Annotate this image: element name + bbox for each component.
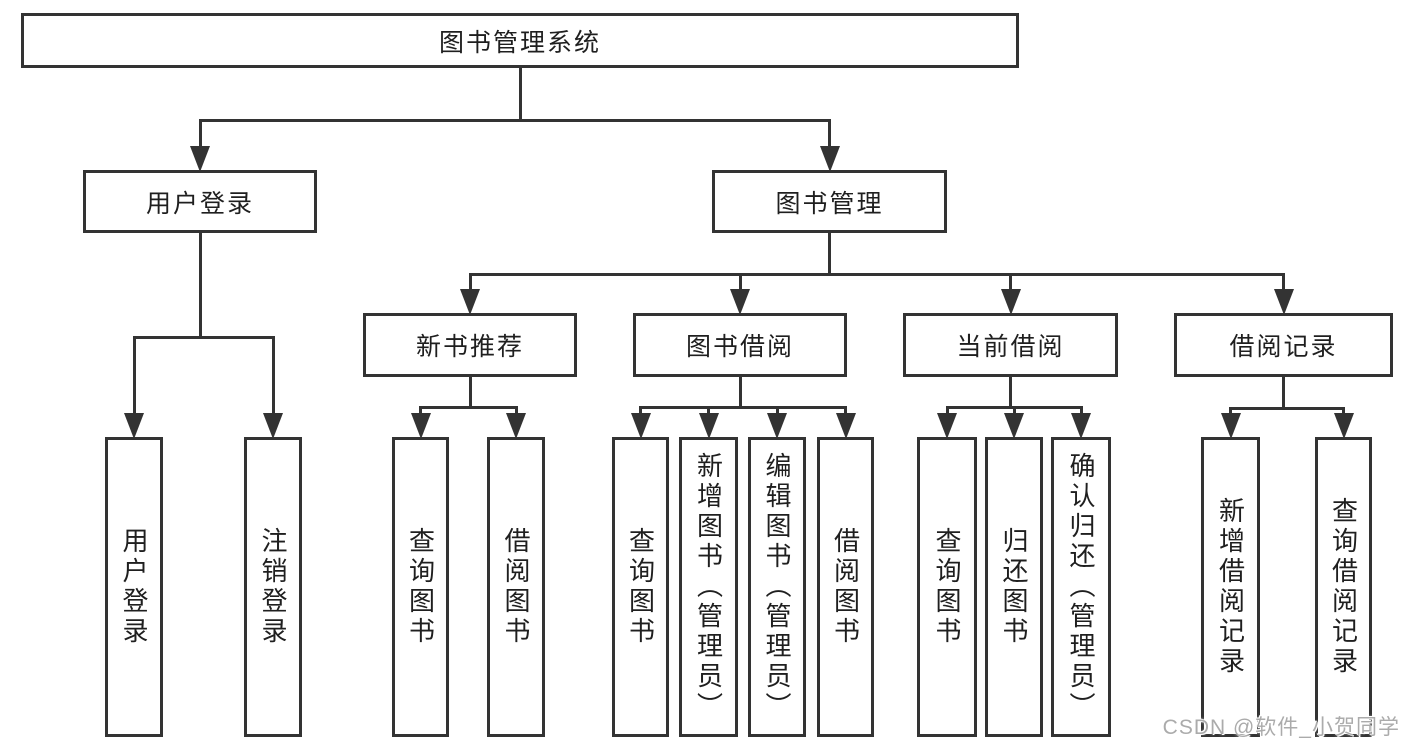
node-records-add-record: 新增借阅记录 xyxy=(1201,437,1260,737)
connector-line xyxy=(1282,376,1285,408)
connector-line xyxy=(639,406,847,409)
connector-line xyxy=(828,119,831,148)
arrowhead-icon xyxy=(410,413,431,439)
arrowhead-icon xyxy=(730,289,750,315)
node-user-login: 用户登录 xyxy=(83,170,317,233)
node-current-query-books: 查询图书 xyxy=(917,437,977,737)
connector-line xyxy=(518,67,522,120)
arrowhead-icon xyxy=(124,413,144,439)
arrowhead-icon xyxy=(937,413,957,439)
connector-line xyxy=(419,406,518,409)
arrowhead-icon xyxy=(767,413,787,439)
arrowhead-icon xyxy=(698,413,719,439)
arrowhead-icon xyxy=(1004,413,1024,439)
connector-line xyxy=(271,336,275,415)
node-login: 用户登录 xyxy=(105,437,163,737)
node-label: 当前借阅 xyxy=(956,333,1065,361)
node-borrow-borrow-books: 借阅图书 xyxy=(817,437,874,737)
node-borrow-edit-books: 编辑图书（管理员） xyxy=(748,437,806,737)
connector-line xyxy=(1079,406,1083,415)
connector-line xyxy=(198,119,831,122)
node-label: 查询借阅记录 xyxy=(1328,497,1359,677)
arrowhead-icon xyxy=(190,146,210,172)
node-borrow-query-books: 查询图书 xyxy=(612,437,669,737)
connector-line xyxy=(198,119,202,148)
arrowhead-icon xyxy=(1220,413,1241,439)
connector-line xyxy=(1229,407,1345,410)
connector-line xyxy=(844,406,847,415)
node-label: 用户登录 xyxy=(145,189,254,218)
arrowhead-icon xyxy=(460,289,480,315)
node-label: 确认归还（管理员） xyxy=(1066,452,1096,722)
connector-line xyxy=(639,406,642,415)
node-label: 编辑图书（管理员） xyxy=(762,452,792,722)
arrowhead-icon xyxy=(506,413,526,439)
connector-line xyxy=(468,273,1285,276)
connector-line xyxy=(198,232,202,337)
arrowhead-icon xyxy=(263,413,283,439)
connector-line xyxy=(419,406,422,415)
connector-line xyxy=(514,406,518,415)
connector-line xyxy=(1009,273,1012,291)
arrowhead-icon xyxy=(835,413,856,439)
node-label: 用户登录 xyxy=(119,527,149,647)
node-book-management: 图书管理 xyxy=(712,170,947,233)
node-borrowing-records: 借阅记录 xyxy=(1174,313,1393,377)
node-current-borrowing: 当前借阅 xyxy=(903,313,1118,377)
arrowhead-icon xyxy=(1273,289,1294,315)
arrowhead-icon xyxy=(819,146,840,172)
node-new-book-recommend: 新书推荐 xyxy=(363,313,577,377)
node-label: 图书借阅 xyxy=(685,333,794,361)
node-book-borrowing: 图书借阅 xyxy=(633,313,847,377)
node-label: 借阅图书 xyxy=(830,527,861,647)
node-label: 图书管理系统 xyxy=(438,28,601,57)
connector-line xyxy=(1012,406,1016,415)
connector-line xyxy=(738,376,742,407)
connector-line xyxy=(775,406,779,415)
node-label: 新增图书（管理员） xyxy=(693,452,724,722)
node-label: 新增借阅记录 xyxy=(1215,497,1246,677)
connector-line xyxy=(707,406,710,415)
node-label: 查询图书 xyxy=(932,527,962,647)
arrowhead-icon xyxy=(1071,413,1091,439)
arrowhead-icon xyxy=(630,413,651,439)
connector-line xyxy=(1009,376,1012,407)
connector-line xyxy=(132,336,275,339)
connector-line xyxy=(1229,407,1232,415)
node-label: 借阅图书 xyxy=(501,527,531,647)
node-label: 查询图书 xyxy=(405,527,436,647)
node-logout: 注销登录 xyxy=(244,437,302,737)
node-label: 注销登录 xyxy=(258,527,288,647)
connector-line xyxy=(468,273,472,291)
node-label: 新书推荐 xyxy=(415,333,524,361)
connector-line xyxy=(1282,273,1285,291)
connector-line xyxy=(828,232,831,274)
node-root: 图书管理系统 xyxy=(21,13,1019,68)
node-label: 图书管理 xyxy=(775,189,884,218)
connector-line xyxy=(738,273,742,291)
node-current-confirm-return: 确认归还（管理员） xyxy=(1051,437,1111,737)
node-label: 查询图书 xyxy=(625,527,656,647)
arrowhead-icon xyxy=(1333,413,1354,439)
connector-line xyxy=(468,376,472,407)
node-borrow-add-books: 新增图书（管理员） xyxy=(679,437,738,737)
connector-line xyxy=(1342,407,1345,415)
node-recommend-borrow-books: 借阅图书 xyxy=(487,437,545,737)
connector-line xyxy=(945,406,949,415)
csdn-watermark: CSDN @软件_小贺同学 xyxy=(1162,716,1400,739)
node-label: 归还图书 xyxy=(999,527,1029,647)
connector-line xyxy=(132,336,136,415)
node-recommend-query-books: 查询图书 xyxy=(392,437,449,737)
node-label: 借阅记录 xyxy=(1229,333,1338,361)
node-current-return-books: 归还图书 xyxy=(985,437,1043,737)
arrowhead-icon xyxy=(1000,289,1021,315)
node-records-query-record: 查询借阅记录 xyxy=(1315,437,1372,737)
